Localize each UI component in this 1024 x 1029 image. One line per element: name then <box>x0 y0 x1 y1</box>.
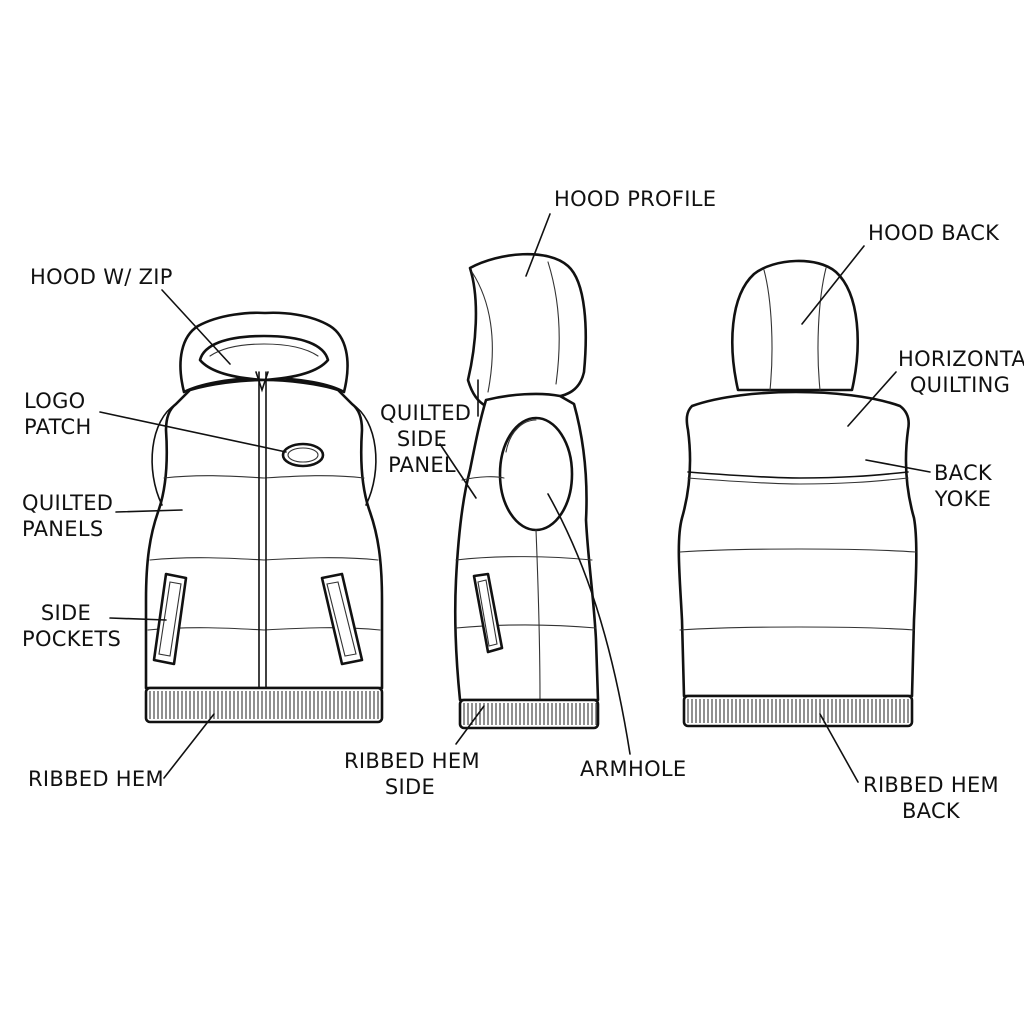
leader-hood-zip <box>161 289 231 365</box>
front-ribbed-hem <box>144 686 384 724</box>
leader-ribbed-hem-back <box>819 713 859 783</box>
leader-quilted-panels <box>115 509 183 513</box>
right-pocket <box>320 572 364 666</box>
side-view <box>453 252 600 730</box>
label-hood-zip: HOOD W/ ZIP <box>30 265 173 289</box>
side-hood <box>466 252 588 408</box>
label-ribbed-hem: RIBBED HEM <box>28 767 164 791</box>
front-hood-opening <box>198 334 330 382</box>
back-yoke <box>687 471 909 479</box>
leader-back-yoke <box>865 459 931 473</box>
logo-patch <box>281 442 325 468</box>
leader-ribbed-hem-side <box>455 705 485 745</box>
back-ribbed-hem <box>682 694 914 728</box>
side-ribbed-hem <box>458 698 600 730</box>
back-view <box>677 259 918 728</box>
leader-armhole <box>547 493 631 755</box>
back-hood <box>731 259 859 392</box>
leader-lines <box>99 213 931 783</box>
label-hood-back: HOOD BACK <box>868 221 1000 245</box>
leader-hood-profile <box>525 213 551 277</box>
label-armhole: ARMHOLE <box>580 757 687 781</box>
leader-ribbed-hem <box>163 713 215 779</box>
side-armhole <box>498 416 574 532</box>
label-hood-profile: HOOD PROFILE <box>554 187 717 211</box>
back-vest-body <box>677 390 918 698</box>
left-pocket <box>152 572 188 666</box>
leader-hood-back <box>801 245 865 325</box>
leader-horizontal-quilting <box>847 371 897 427</box>
leader-side-pockets <box>109 617 167 621</box>
leader-logo-patch <box>99 411 287 453</box>
leader-quilted-side-panel <box>439 443 477 499</box>
front-view <box>144 311 384 724</box>
